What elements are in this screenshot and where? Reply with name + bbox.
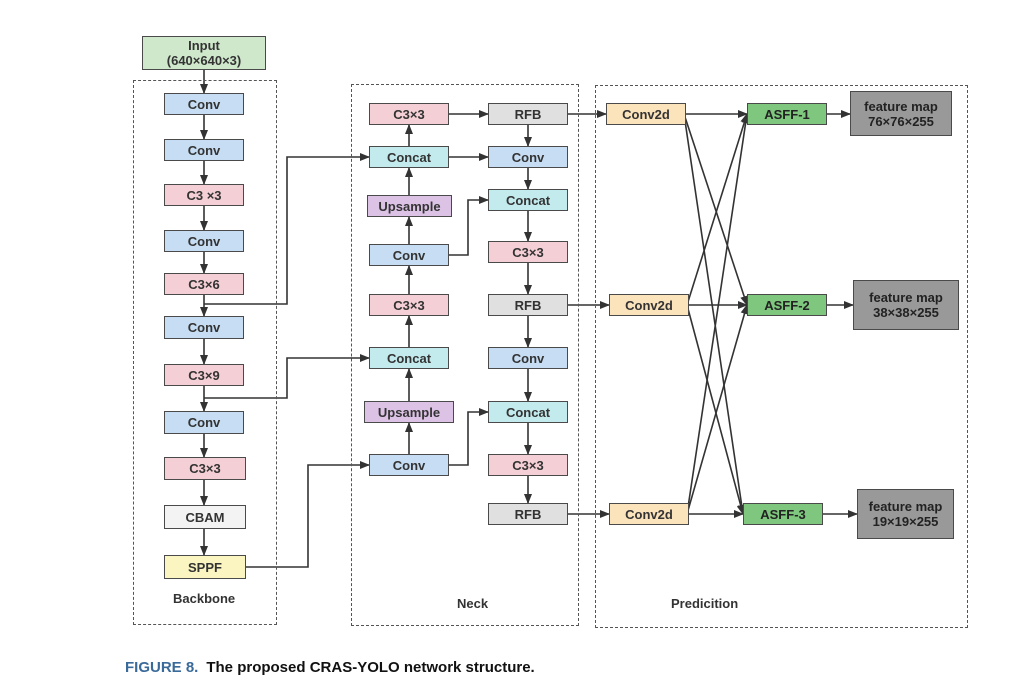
neck-rfb-2: RFB — [488, 294, 568, 316]
figure-caption-text: The proposed CRAS-YOLO network structure… — [206, 659, 535, 676]
neck-conv-right-2: Conv — [488, 347, 568, 369]
feature-map-2-shape: 38×38×255 — [873, 305, 939, 320]
pred-asff-1: ASFF-1 — [747, 103, 827, 125]
pred-conv2d-3: Conv2d — [609, 503, 689, 525]
edge-conv2d-3-to-asff-2 — [686, 304, 749, 515]
edge-c3x6-to-concat-1 — [204, 153, 370, 305]
backbone-c3x6: C3×6 — [164, 273, 244, 295]
backbone-conv-4: Conv — [164, 316, 244, 339]
edge-conv-left-2-to-concat-right-2 — [449, 408, 489, 466]
feature-map-2-label: feature map — [869, 290, 943, 305]
input-node: Input (640×640×3) — [142, 36, 266, 70]
pred-asff-3: ASFF-3 — [743, 503, 823, 525]
neck-concat-right-2: Concat — [488, 401, 568, 423]
neck-concat-1: Concat — [369, 146, 449, 168]
backbone-cbam: CBAM — [164, 505, 246, 529]
neck-c3x3-right-1: C3×3 — [488, 241, 568, 263]
backbone-c3x3-2: C3×3 — [164, 457, 246, 480]
edge-conv2d-2-to-asff-1 — [686, 113, 749, 306]
neck-c3x3-left-2: C3×3 — [369, 294, 449, 316]
neck-concat-right-1: Concat — [488, 189, 568, 211]
edge-conv2d-3-to-asff-1 — [686, 113, 750, 515]
feature-map-1: feature map 76×76×255 — [850, 91, 952, 136]
feature-map-3: feature map 19×19×255 — [857, 489, 954, 539]
neck-conv-left-2: Conv — [369, 454, 449, 476]
neck-conv-left-1: Conv — [369, 244, 449, 266]
neck-conv-right-1: Conv — [488, 146, 568, 168]
backbone-label: Backbone — [173, 591, 236, 606]
feature-map-3-label: feature map — [868, 499, 943, 514]
edge-conv2d-1-to-asff-2 — [683, 113, 748, 306]
edge-conv-left-1-to-concat-right-1 — [449, 196, 489, 256]
backbone-conv-2: Conv — [164, 139, 244, 161]
backbone-group — [133, 80, 277, 625]
backbone-c3x9: C3×9 — [164, 364, 244, 386]
backbone-conv-1: Conv — [164, 93, 244, 115]
pred-asff-2: ASFF-2 — [747, 294, 827, 316]
pred-conv2d-1: Conv2d — [606, 103, 686, 125]
input-label: Input — [188, 38, 220, 53]
edge-c3x9-to-concat-2 — [204, 354, 370, 399]
backbone-conv-3: Conv — [164, 230, 244, 252]
feature-map-1-shape: 76×76×255 — [868, 113, 934, 129]
prediction-group — [595, 85, 968, 628]
backbone-conv-5: Conv — [164, 411, 244, 434]
input-shape: (640×640×3) — [166, 53, 242, 68]
figure-label: FIGURE 8. — [125, 659, 199, 676]
neck-concat-2: Concat — [369, 347, 449, 369]
neck-rfb-1: RFB — [488, 103, 568, 125]
edge-conv2d-2-to-asff-3 — [686, 304, 745, 515]
neck-upsample-2: Upsample — [364, 401, 454, 423]
prediction-label: Predicition — [671, 596, 739, 611]
edge-sppf-to-conv-left-2 — [246, 461, 370, 568]
neck-c3x3-top: C3×3 — [369, 103, 449, 125]
feature-map-3-shape: 19×19×255 — [872, 514, 939, 529]
neck-rfb-3: RFB — [488, 503, 568, 525]
neck-label: Neck — [457, 596, 489, 611]
pred-conv2d-2: Conv2d — [609, 294, 689, 316]
feature-map-2: feature map 38×38×255 — [853, 280, 959, 330]
neck-group — [351, 84, 579, 626]
neck-c3x3-right-2: C3×3 — [488, 454, 568, 476]
feature-map-1-label: feature map — [864, 98, 938, 114]
edge-conv2d-1-to-asff-3 — [683, 113, 746, 515]
neck-upsample-1: Upsample — [367, 195, 452, 217]
backbone-c3x3-1: C3 ×3 — [164, 184, 244, 206]
figure-caption: FIGURE 8. The proposed CRAS-YOLO network … — [125, 659, 535, 676]
backbone-sppf: SPPF — [164, 555, 246, 579]
